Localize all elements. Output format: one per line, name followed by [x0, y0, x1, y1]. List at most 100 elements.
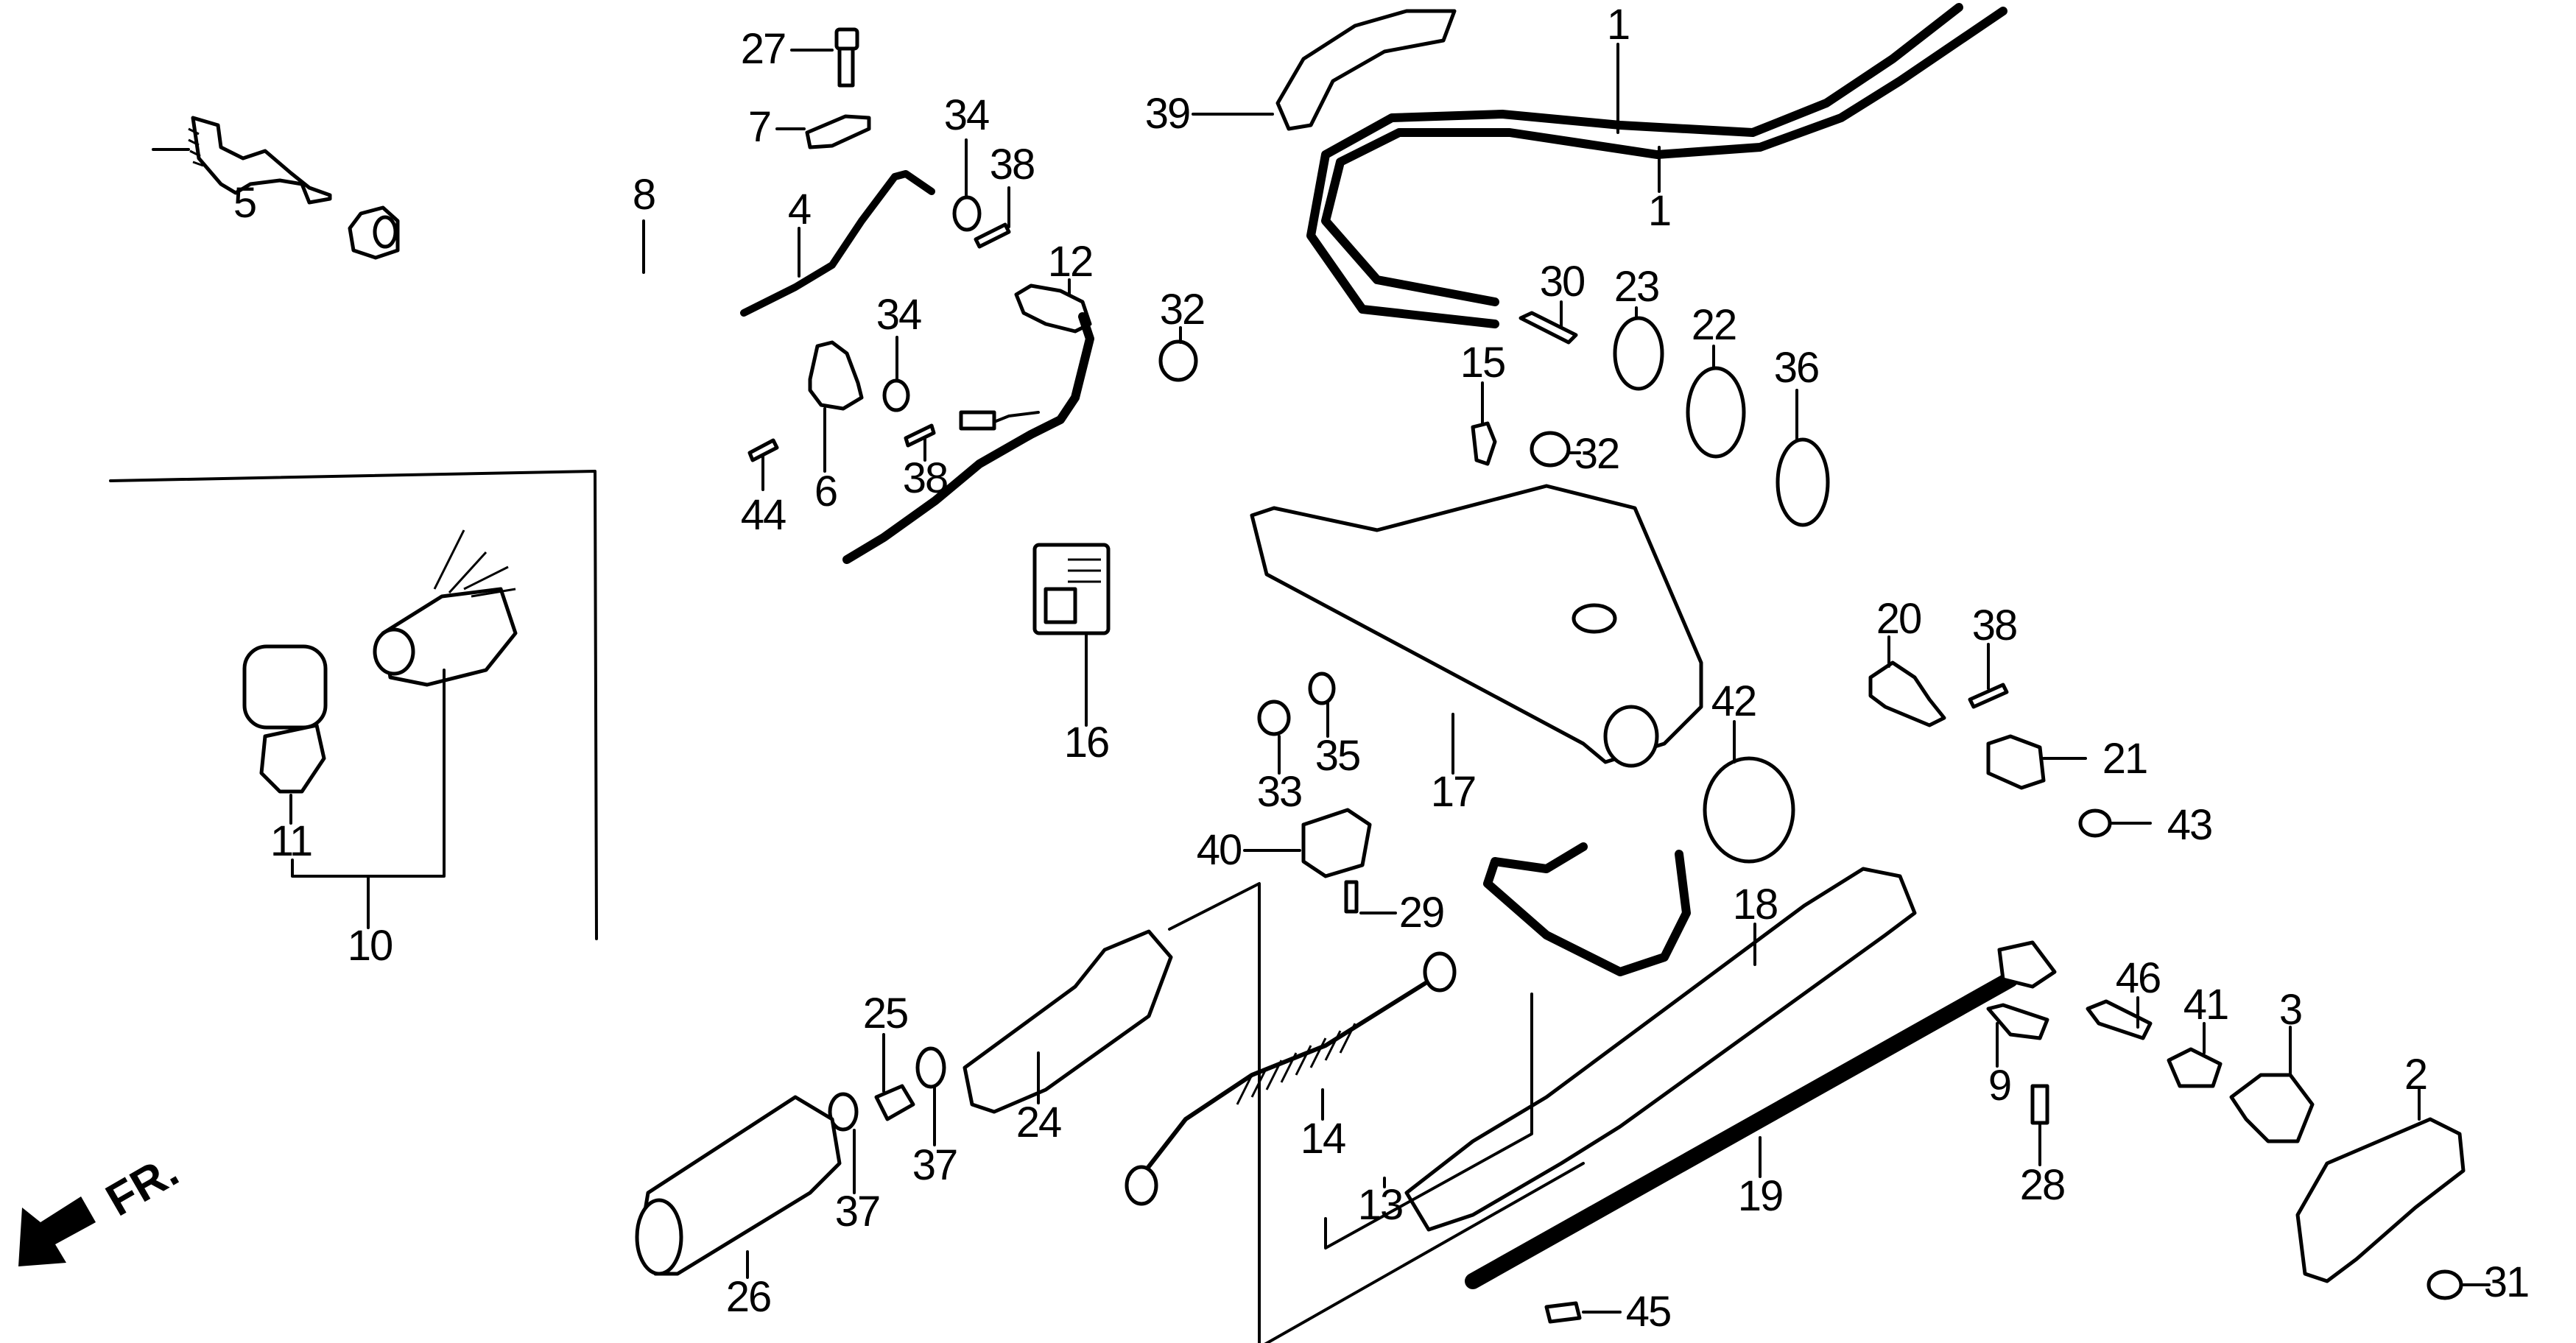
throttle-bracket — [2298, 1119, 2463, 1281]
part-label-46: 46 — [2115, 954, 2161, 1002]
throttle-arm — [2231, 1075, 2312, 1141]
part-label-12: 12 — [1047, 238, 1094, 286]
part-label-20: 20 — [1876, 595, 1922, 643]
screw — [2033, 1086, 2047, 1123]
spring — [876, 1086, 913, 1119]
cotter-pin — [976, 225, 1009, 247]
part-label-5: 5 — [233, 179, 257, 227]
part-label-2: 2 — [2404, 1051, 2428, 1099]
part-label-8: 8 — [632, 171, 656, 219]
nut — [2429, 1272, 2461, 1298]
part-label-16: 16 — [1063, 719, 1110, 766]
grommet — [1705, 758, 1793, 861]
throttle-cables — [1311, 7, 2003, 324]
part-label-42: 42 — [1711, 677, 1757, 725]
ignition-group-frame — [110, 471, 597, 939]
o-ring — [1778, 440, 1828, 525]
part-label-25: 25 — [862, 990, 909, 1037]
throttle-spring-cable — [1127, 954, 1454, 1204]
part-label-19: 19 — [1737, 1172, 1784, 1220]
collar — [2169, 1049, 2220, 1086]
part-label-43: 43 — [2167, 801, 2213, 849]
grip-sleeve — [965, 931, 1171, 1112]
part-label-4: 4 — [787, 186, 812, 233]
part-label-37: 37 — [912, 1141, 958, 1189]
part-label-31: 31 — [2483, 1258, 2530, 1306]
part-label-32: 32 — [1574, 430, 1620, 478]
part-label-28: 28 — [2019, 1161, 2066, 1209]
part-label-10: 10 — [347, 922, 393, 970]
part-label-36: 36 — [1773, 344, 1820, 392]
part-label-32: 32 — [1159, 286, 1206, 334]
collar — [350, 208, 398, 258]
washer — [1310, 674, 1334, 703]
part-label-22: 22 — [1691, 301, 1737, 349]
pin — [750, 440, 777, 460]
shaft-end-fitting — [1999, 942, 2055, 987]
throttle-lever — [189, 118, 330, 202]
part-label-33: 33 — [1256, 768, 1303, 816]
nut — [1532, 433, 1569, 465]
part-label-44: 44 — [740, 491, 786, 539]
cable-clip — [1473, 423, 1495, 464]
part-label-24: 24 — [1016, 1099, 1062, 1146]
washer — [830, 1094, 856, 1129]
part-label-23: 23 — [1613, 263, 1660, 311]
stop-switch-wire — [1488, 847, 1686, 972]
part-label-34: 34 — [876, 291, 922, 339]
stop-switch-harness — [847, 286, 1090, 560]
part-label-7: 7 — [747, 103, 772, 151]
throttle-shaft — [1473, 979, 2010, 1281]
part-label-40: 40 — [1196, 826, 1242, 874]
washer — [954, 197, 979, 230]
part-label-39: 39 — [1144, 90, 1191, 138]
pin — [1546, 1303, 1580, 1322]
throttle-grip — [637, 1097, 840, 1274]
shift-rod — [744, 174, 932, 313]
lock-plate — [1988, 1005, 2047, 1038]
part-label-17: 17 — [1430, 768, 1477, 816]
plate — [807, 116, 869, 147]
part-label-45: 45 — [1625, 1288, 1672, 1336]
part-label-30: 30 — [1539, 258, 1586, 306]
part-label-1: 1 — [1606, 1, 1630, 49]
part-label-35: 35 — [1315, 732, 1361, 780]
washer — [918, 1048, 944, 1087]
part-label-26: 26 — [725, 1273, 772, 1321]
part-label-41: 41 — [2183, 981, 2229, 1029]
nut — [1259, 702, 1289, 734]
cable-clamp — [1303, 810, 1370, 876]
part-label-15: 15 — [1460, 339, 1506, 387]
front-direction-arrow-icon — [18, 1196, 96, 1266]
part-label-38: 38 — [989, 141, 1035, 188]
part-label-13: 13 — [1357, 1181, 1404, 1229]
cable-plate — [1615, 318, 1662, 389]
throttle-cam — [810, 342, 862, 409]
part-label-18: 18 — [1732, 881, 1778, 928]
ignition-switch — [375, 530, 515, 685]
grommet-seal — [1688, 368, 1744, 457]
washer — [884, 381, 908, 410]
part-label-6: 6 — [814, 468, 838, 515]
part-label-1: 1 — [1647, 187, 1672, 235]
assembly-bracket-14 — [1326, 994, 1532, 1248]
assembly-bracket-13 — [1169, 884, 1583, 1343]
part-label-14: 14 — [1300, 1115, 1346, 1163]
cotter-pin — [1970, 685, 2007, 707]
ignition-key — [244, 646, 325, 792]
part-label-27: 27 — [740, 25, 786, 73]
throttle-stop-bolt — [1871, 663, 1944, 725]
part-label-38: 38 — [1971, 602, 2018, 649]
tiller-arm — [1407, 869, 1915, 1230]
part-label-37: 37 — [834, 1188, 881, 1236]
part-label-3: 3 — [2278, 986, 2303, 1034]
part-label-21: 21 — [2102, 735, 2148, 783]
friction-block — [1988, 736, 2044, 788]
part-label-9: 9 — [1988, 1062, 2012, 1110]
nut — [1161, 342, 1196, 380]
handle-bracket — [1252, 486, 1701, 766]
part-label-34: 34 — [943, 91, 990, 139]
bolt — [1521, 313, 1576, 342]
rectifier — [1035, 545, 1108, 633]
